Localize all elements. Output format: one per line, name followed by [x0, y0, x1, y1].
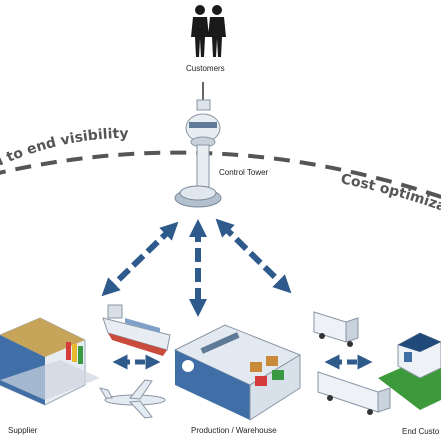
end-customers-label: End Custo: [402, 427, 440, 436]
arrow-tower-supplier: [101, 221, 179, 297]
control-tower-icon: [174, 82, 222, 208]
truck-icon: [313, 311, 359, 347]
warehouse-icon: [173, 324, 302, 421]
store-icon: [378, 332, 441, 410]
visibility-arc: [0, 150, 441, 200]
customers-label: Customers: [186, 64, 225, 73]
production-label: Production / Warehouse: [191, 426, 277, 435]
arrow-tower-customers: [215, 218, 292, 294]
supplier-label: Supplier: [8, 426, 38, 435]
airplane-icon: [98, 379, 166, 419]
control-tower-label: Control Tower: [219, 168, 269, 177]
ship-icon: [102, 304, 171, 356]
arc-label-left: d to end visibility: [0, 126, 129, 172]
people-icon: [191, 5, 226, 57]
supplier-factory-icon: [0, 317, 100, 406]
truck-icon-2: [317, 371, 391, 415]
arc-label-left-text: d to end visibility: [0, 126, 129, 172]
